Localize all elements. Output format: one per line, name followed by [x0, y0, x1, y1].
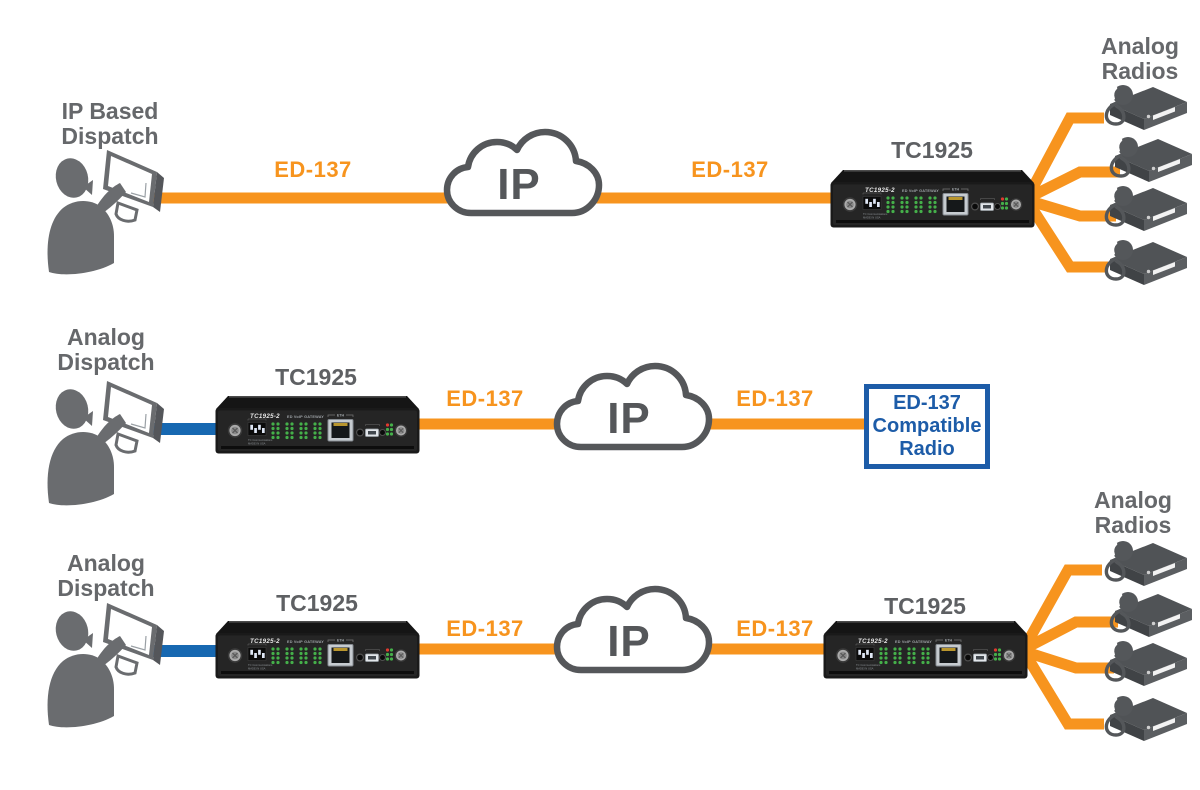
row3-ip-cloud: IP	[550, 585, 716, 677]
row1-ed137-label-right: ED-137	[691, 157, 769, 182]
device-maker-line1: TC Communications	[248, 663, 273, 667]
row3-radios-label-line2: Radios	[1094, 512, 1172, 538]
device-model-text: TC1925-2	[250, 638, 280, 645]
row3-gateway-label-left: TC1925	[276, 590, 358, 616]
row2-dispatch-label: Analog Dispatch	[57, 325, 154, 375]
row2-tc1925-device: TC1925-2 ED VoIP GATEWAY ETH TC Communic…	[215, 395, 420, 457]
row3-ed137-label-left: ED-137	[446, 616, 524, 641]
row1-radio-fan-line-4	[1025, 202, 1108, 273]
row1-radios-label-line2: Radios	[1101, 58, 1179, 84]
row2-ed137-label-right: ED-137	[736, 386, 814, 411]
row3-dispatch-operator-icon	[46, 601, 166, 729]
row2-gateway-label: TC1925	[275, 364, 357, 390]
row1-radio-fan-line-1	[1025, 112, 1104, 196]
row3-radio-icon-4	[1104, 694, 1189, 743]
row1-radio-icon-3	[1104, 184, 1189, 233]
device-model-text: TC1925-2	[250, 413, 280, 420]
row2-dispatch-label-line1: Analog	[67, 324, 145, 350]
row3-radio-fan-line-1	[1021, 564, 1102, 648]
row1-radio-icon-2	[1109, 135, 1194, 184]
device-maker-line1: TC Communications	[863, 212, 888, 216]
row2-dispatch-label-line2: Dispatch	[57, 349, 155, 375]
row1-radio-icon-4	[1104, 238, 1189, 287]
row3-radio-icon-1	[1104, 539, 1189, 588]
device-model-text: TC1925-2	[858, 638, 888, 645]
row1-ed137-label-left: ED-137	[274, 157, 352, 182]
row3-tc1925-device-right: TC1925-2 ED VoIP GATEWAY ETH TC Communic…	[823, 620, 1028, 682]
device-type-text: ED VoIP GATEWAY	[287, 415, 324, 419]
device-maker-line2: MADE IN USA	[856, 667, 874, 671]
row1-dispatch-label-line1: IP Based	[61, 98, 159, 124]
device-model-text: TC1925-2	[865, 187, 895, 194]
row3-radio-fan-line-4	[1021, 652, 1104, 730]
device-type-text: ED VoIP GATEWAY	[895, 640, 932, 644]
row2-ed137-compatible-radio-box: ED-137 Compatible Radio	[864, 384, 990, 469]
row1-gateway-label: TC1925	[891, 137, 973, 163]
row3-gateway-label-right: TC1925	[884, 593, 966, 619]
row1-radio-fan-line-2	[1027, 166, 1120, 202]
row1-radios-label-line1: Analog	[1101, 33, 1179, 59]
row1-radio-icon-1	[1104, 83, 1189, 132]
device-type-text: ED VoIP GATEWAY	[902, 189, 939, 193]
row3-radios-label-line1: Analog	[1094, 487, 1172, 513]
device-maker-line1: TC Communications	[248, 438, 273, 442]
endpoint-box-line2: Compatible	[872, 415, 982, 437]
row3-tc1925-device-left: TC1925-2 ED VoIP GATEWAY ETH TC Communic…	[215, 620, 420, 682]
row2-ip-cloud: IP	[550, 362, 716, 454]
row1-dispatch-label: IP Based Dispatch	[61, 99, 158, 149]
row3-radio-fan-line-2	[1023, 616, 1118, 653]
device-maker-line2: MADE IN USA	[248, 442, 266, 446]
row3-dispatch-label-line2: Dispatch	[57, 575, 155, 601]
row2-cloud-ip-label: IP	[607, 394, 651, 443]
row3-radio-fan-line-3	[1024, 646, 1114, 674]
row1-dispatch-operator-icon	[46, 148, 166, 276]
row2-dispatch-operator-icon	[46, 379, 166, 507]
row3-dispatch-label: Analog Dispatch	[57, 551, 154, 601]
row3-dispatch-label-line1: Analog	[67, 550, 145, 576]
device-eth-label: ETH	[337, 639, 345, 643]
row1-tc1925-device: TC1925-2 ED VoIP GATEWAY ETH TC Communic…	[830, 169, 1035, 231]
endpoint-box-line1: ED-137	[893, 392, 961, 414]
row3-ed137-label-right: ED-137	[736, 616, 814, 641]
endpoint-box-line3: Radio	[899, 438, 955, 460]
row3-analog-radios-label: Analog Radios	[1094, 488, 1172, 538]
device-maker-line2: MADE IN USA	[863, 216, 881, 220]
row1-analog-radios-label: Analog Radios	[1101, 34, 1179, 84]
row1-radio-fan-line-3	[1028, 195, 1116, 222]
device-eth-label: ETH	[337, 414, 345, 418]
row3-radio-icon-3	[1104, 639, 1189, 688]
row1-dispatch-label-line2: Dispatch	[61, 123, 159, 149]
device-eth-label: ETH	[952, 188, 960, 192]
device-type-text: ED VoIP GATEWAY	[287, 640, 324, 644]
device-eth-label: ETH	[945, 639, 953, 643]
row1-cloud-ip-label: IP	[497, 160, 541, 209]
device-maker-line1: TC Communications	[856, 663, 881, 667]
row3-radio-icon-2	[1109, 590, 1194, 639]
row1-ip-cloud: IP	[440, 128, 606, 220]
row2-ed137-label-left: ED-137	[446, 386, 524, 411]
device-maker-line2: MADE IN USA	[248, 667, 266, 671]
row3-cloud-ip-label: IP	[607, 617, 651, 666]
